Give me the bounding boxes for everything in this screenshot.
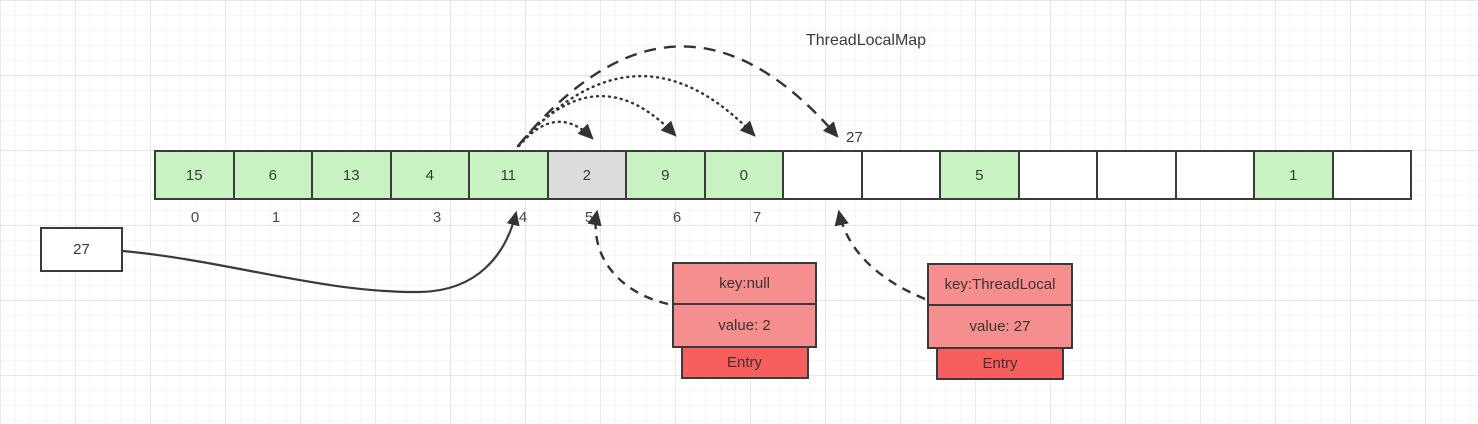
entry-value-label: value: 2 bbox=[672, 303, 817, 348]
array-cell-10: 5 bbox=[939, 150, 1020, 200]
probe-arc-slot7 bbox=[516, 75, 756, 148]
array-cell-5: 2 bbox=[546, 150, 627, 200]
probe-target-label: 27 bbox=[846, 129, 863, 146]
array-cell-8 bbox=[782, 150, 863, 200]
index-label-7: 7 bbox=[752, 209, 762, 226]
incoming-value-box: 27 bbox=[40, 227, 123, 272]
index-label-0: 0 bbox=[190, 209, 200, 226]
array-cell-7: 0 bbox=[703, 150, 784, 200]
entry-footer-label: Entry bbox=[680, 346, 809, 379]
index-label-6: 6 bbox=[672, 209, 682, 226]
index-label-3: 3 bbox=[432, 209, 442, 226]
hash-array: 15 6 13 4 11 2 9 0 5 1 bbox=[154, 150, 1412, 200]
index-label-2: 2 bbox=[351, 209, 361, 226]
index-label-1: 1 bbox=[271, 209, 281, 226]
probe-arc-slot6 bbox=[516, 94, 677, 148]
array-cell-13 bbox=[1174, 150, 1255, 200]
array-cell-4: 11 bbox=[468, 150, 549, 200]
array-cell-12 bbox=[1096, 150, 1177, 200]
array-cell-0: 15 bbox=[154, 150, 235, 200]
entry-footer-label: Entry bbox=[936, 347, 1064, 380]
array-cell-9 bbox=[860, 150, 941, 200]
array-cell-15 bbox=[1331, 150, 1412, 200]
array-cell-1: 6 bbox=[232, 150, 313, 200]
value-to-slot4-arrow bbox=[122, 210, 520, 294]
entry-value-label: value: 27 bbox=[927, 304, 1073, 349]
entry-key-label: key:ThreadLocal bbox=[927, 263, 1073, 306]
entry-box-live: key:ThreadLocal value: 27 Entry bbox=[927, 263, 1073, 380]
entry-box-stale: key:null value: 2 Entry bbox=[672, 262, 817, 379]
live-entry-to-slot8-arrow bbox=[834, 209, 926, 301]
array-cell-6: 9 bbox=[625, 150, 706, 200]
array-cell-3: 4 bbox=[389, 150, 470, 200]
probe-arc-slot8 bbox=[517, 45, 839, 147]
entry-key-label: key:null bbox=[672, 262, 817, 305]
diagram-title: ThreadLocalMap bbox=[806, 32, 927, 49]
probe-arc-slot5 bbox=[517, 120, 594, 148]
index-label-4: 4 bbox=[518, 209, 528, 226]
array-cell-14: 1 bbox=[1253, 150, 1334, 200]
array-cell-11 bbox=[1017, 150, 1098, 200]
index-label-5: 5 bbox=[584, 209, 594, 226]
array-cell-2: 13 bbox=[311, 150, 392, 200]
stale-entry-to-slot5-arrow bbox=[587, 209, 669, 306]
